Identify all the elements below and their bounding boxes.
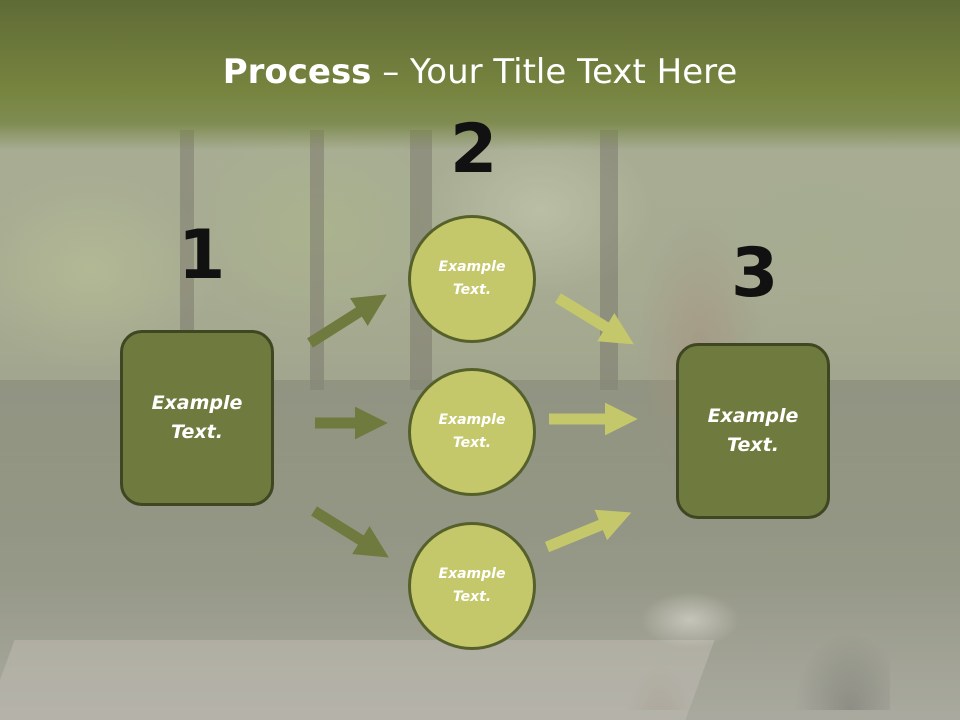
arrow-from-circle-1 bbox=[555, 293, 634, 345]
step-circle-1-line2: Text. bbox=[452, 282, 492, 298]
arrow-to-circle-3 bbox=[311, 506, 389, 558]
step-circle-2-line2: Text. bbox=[452, 435, 492, 451]
step-circle-2-line1: Example bbox=[438, 412, 506, 428]
step-number-1: 1 bbox=[178, 216, 226, 295]
step-box-3-line1: Example bbox=[707, 405, 799, 427]
arrow-to-circle-1 bbox=[307, 294, 387, 348]
step-box-1-line2: Text. bbox=[171, 421, 223, 443]
title-rest: – Your Title Text Here bbox=[371, 52, 738, 92]
title-band bbox=[0, 0, 960, 150]
step-circle-1-line1: Example bbox=[438, 259, 506, 275]
title-bold: Process bbox=[222, 52, 372, 92]
step-box-3-line2: Text. bbox=[727, 434, 779, 456]
step-box-1-line1: Example bbox=[151, 392, 243, 414]
tree-trunk bbox=[310, 130, 324, 390]
step-circle-3-line1: Example bbox=[438, 566, 506, 582]
step-circle-3-line2: Text. bbox=[452, 589, 492, 605]
step-number-2: 2 bbox=[450, 110, 498, 189]
tree-trunk bbox=[180, 130, 194, 390]
slide-title: Process – Your Title Text Here bbox=[0, 52, 960, 92]
step-number-3: 3 bbox=[731, 234, 779, 313]
arrow-from-circle-3 bbox=[544, 509, 632, 553]
